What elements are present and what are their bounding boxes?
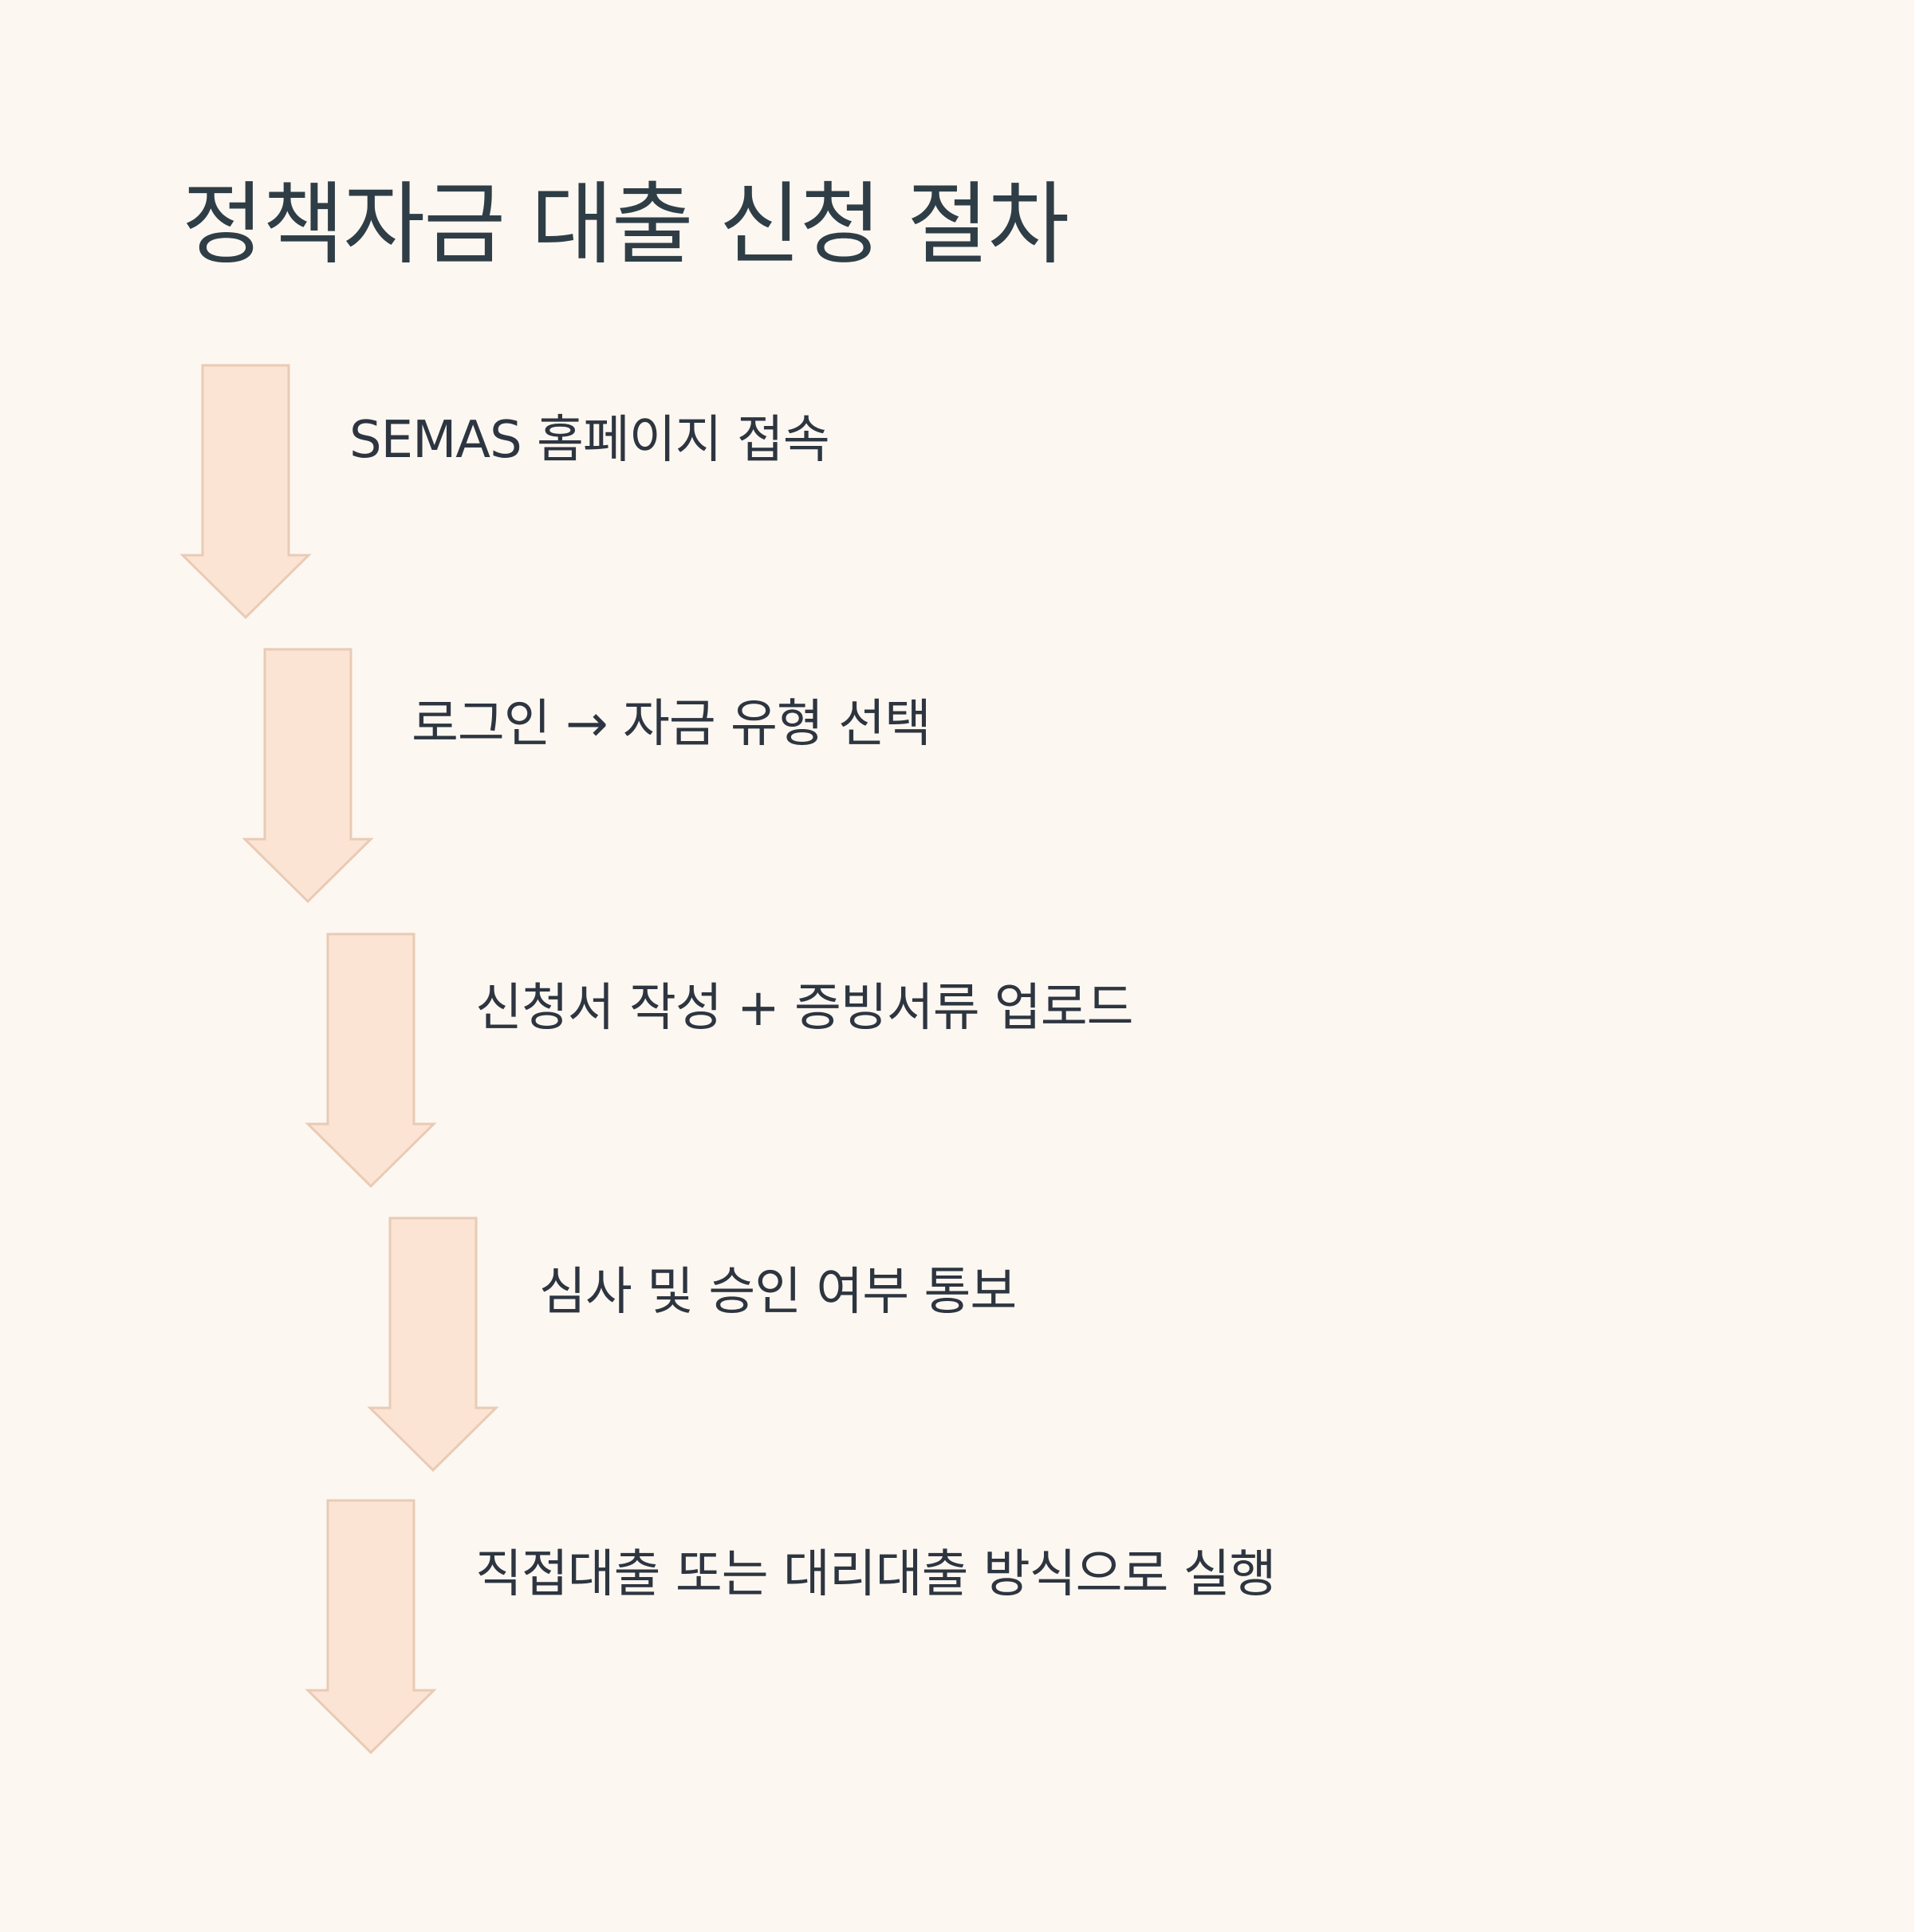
arrow-down-icon (305, 1499, 437, 1755)
step-label: 로그인 → 자금 유형 선택 (412, 695, 931, 754)
page-title: 정책자금 대출 신청 절차 (182, 173, 1069, 277)
step-label: 심사 및 승인 여부 통보 (539, 1263, 1017, 1322)
step-label: SEMAS 홈페이지 접속 (349, 411, 830, 470)
arrow-down-icon (242, 648, 374, 904)
arrow-down-icon (179, 364, 312, 620)
arrow-down-icon (367, 1216, 499, 1473)
arrow-down-icon (305, 932, 437, 1189)
step-label: 신청서 작성 + 증빙서류 업로드 (475, 979, 1134, 1038)
step-label: 직접대출 또는 대리대출 방식으로 실행 (475, 1545, 1276, 1604)
